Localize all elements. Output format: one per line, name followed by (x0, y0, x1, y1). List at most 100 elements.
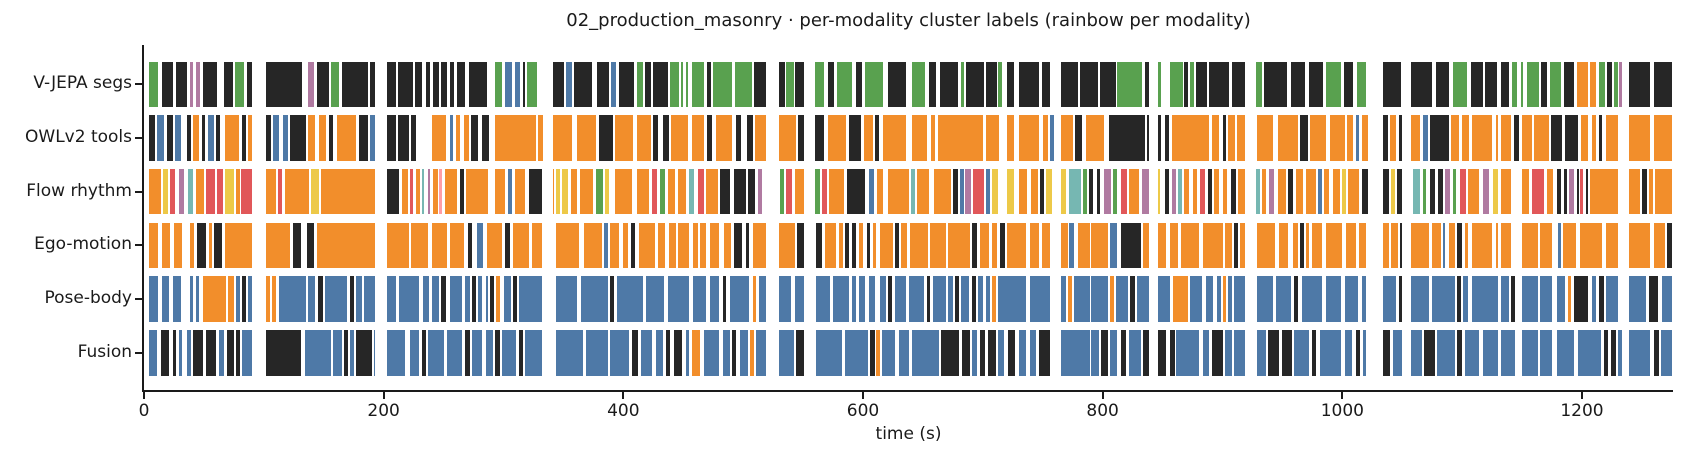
timeline-segment (1567, 276, 1572, 322)
timeline-segment (1147, 115, 1150, 161)
timeline-segment (1238, 168, 1246, 215)
timeline-segment (172, 330, 177, 376)
timeline-segment (874, 115, 879, 161)
timeline-segment (872, 222, 877, 269)
timeline-segment (428, 330, 444, 376)
timeline-segment (1577, 168, 1579, 215)
timeline-segment (1257, 222, 1276, 269)
timeline-segment (1482, 330, 1499, 376)
timeline-segment (1257, 330, 1266, 376)
timeline-segment (387, 61, 396, 107)
timeline-segment (948, 222, 970, 269)
timeline-segment (1142, 168, 1150, 215)
timeline-segment (610, 276, 614, 322)
timeline-segment (1342, 168, 1347, 215)
timeline-segment (1006, 115, 1015, 161)
timeline-segment (1172, 115, 1210, 161)
timeline-segment (1549, 61, 1561, 107)
timeline-segment (692, 276, 707, 322)
timeline-segment (1190, 61, 1194, 107)
timeline-segment (1522, 168, 1530, 215)
timeline-segment (780, 168, 784, 215)
timeline-segment (987, 330, 997, 376)
timeline-segment (468, 61, 487, 107)
timeline-segment (580, 168, 594, 215)
y-axis-tick (135, 298, 142, 301)
x-axis-tick-label: 0 (138, 401, 150, 421)
timeline-segment (952, 168, 958, 215)
timeline-segment (828, 61, 835, 107)
timeline-segment (1462, 115, 1470, 161)
timeline-segment (1457, 222, 1463, 269)
timeline-segment (465, 276, 471, 322)
timeline-segment (703, 330, 720, 376)
timeline-segment (1573, 276, 1589, 322)
timeline-segment (816, 222, 823, 269)
timeline-segment (1169, 61, 1184, 107)
timeline-segment (1232, 61, 1246, 107)
timeline-segment (859, 276, 866, 322)
timeline-segment (1222, 168, 1228, 215)
timeline-segment (1345, 222, 1356, 269)
timeline-segment (1256, 168, 1260, 215)
timeline-segment (786, 61, 794, 107)
timeline-segment (226, 330, 234, 376)
timeline-segment (374, 330, 376, 376)
timeline-segment (202, 61, 218, 107)
timeline-segment (247, 61, 252, 107)
timeline-segment (1277, 168, 1287, 215)
timeline-segment (653, 61, 668, 107)
timeline-segment (1383, 276, 1397, 322)
timeline-segment (1090, 330, 1100, 376)
timeline-segment (1511, 276, 1515, 322)
timeline-segment (1398, 276, 1403, 322)
timeline-segment (1143, 222, 1150, 269)
timeline-segment (848, 115, 861, 161)
timeline-segment (1234, 222, 1239, 269)
timeline-segment (658, 222, 666, 269)
timeline-segment (1391, 222, 1398, 269)
timeline-segment (495, 115, 536, 161)
timeline-segment (1060, 61, 1078, 107)
timeline-segment (697, 168, 704, 215)
timeline-segment (285, 168, 310, 215)
timeline-segment (1157, 168, 1161, 215)
timeline-segment (1137, 276, 1150, 322)
timeline-segment (641, 330, 653, 376)
timeline-segment (148, 276, 159, 322)
timeline-segment (387, 276, 396, 322)
timeline-segment (206, 168, 215, 215)
timeline-segment (1085, 115, 1104, 161)
timeline-segment (1325, 276, 1342, 322)
y-axis-tick (135, 190, 142, 193)
timeline-segment (272, 276, 276, 322)
timeline-segment (847, 168, 866, 215)
timeline-segment (1661, 330, 1672, 376)
timeline-segment (916, 168, 929, 215)
timeline-segment (449, 115, 454, 161)
timeline-segment (836, 61, 853, 107)
timeline-segment (610, 330, 630, 376)
timeline-segment (308, 61, 315, 107)
timeline-segment (1257, 276, 1273, 322)
timeline-segment (888, 61, 907, 107)
timeline-segment (278, 168, 282, 215)
timeline-segment (685, 330, 690, 376)
timeline-segment (485, 276, 488, 322)
timeline-segment (707, 115, 713, 161)
timeline-segment (1129, 330, 1142, 376)
timeline-segment (341, 61, 369, 107)
timeline-segment (1578, 330, 1602, 376)
timeline-segment (1269, 168, 1275, 215)
timeline-segment (614, 115, 633, 161)
timeline-segment (1628, 61, 1651, 107)
timeline-segment (1540, 276, 1553, 322)
timeline-segment (583, 222, 602, 269)
timeline-segment (1442, 222, 1446, 269)
timeline-segment (940, 330, 959, 376)
timeline-segment (998, 61, 1003, 107)
timeline-segment (962, 330, 970, 376)
timeline-segment (636, 115, 651, 161)
x-axis-tick-label: 1200 (1560, 401, 1604, 421)
